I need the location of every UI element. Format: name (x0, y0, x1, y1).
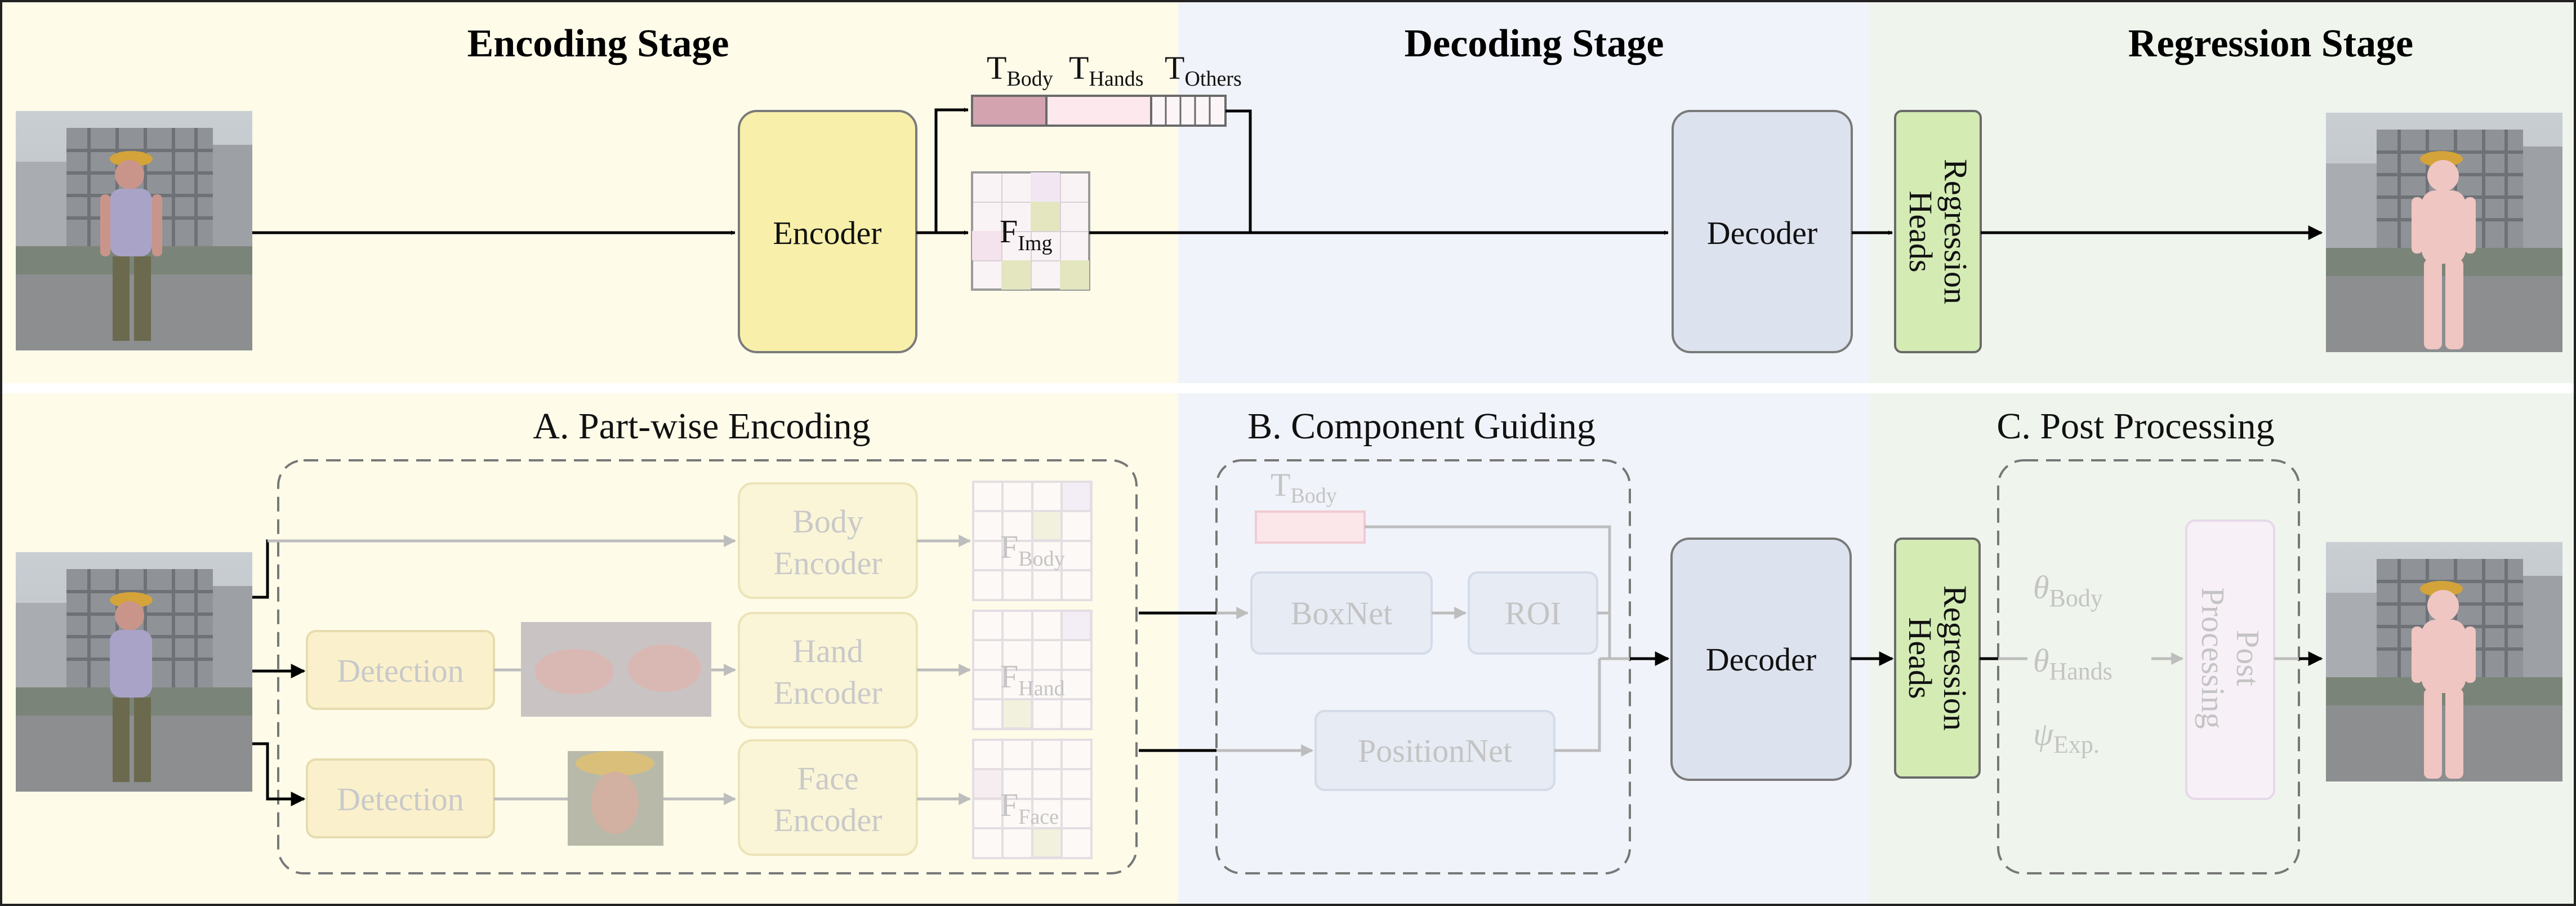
token-body-label: TBody (987, 50, 1053, 91)
section-a-title: A. Part-wise Encoding (533, 406, 870, 447)
encoder-label: Encoder (773, 215, 881, 251)
image-feature-label: FImg (1000, 213, 1052, 255)
param-theta-hands: θHands (2033, 642, 2113, 685)
output-mesh-top (2326, 113, 2562, 352)
image-feature-grid (971, 171, 1090, 291)
t-body-label: TBody (1271, 467, 1337, 508)
positionnet-label: PositionNet (1358, 732, 1512, 769)
hands-crop-icon (521, 622, 711, 717)
regression-stage-title: Regression Stage (2128, 22, 2413, 65)
regression-heads-label-bottom: RegressionHeads (1902, 585, 1973, 731)
regression-heads-label-top: RegressionHeads (1902, 159, 1974, 304)
part-feature-grids (972, 481, 1093, 859)
row-divider (0, 383, 2576, 393)
roi-label: ROI (1505, 595, 1561, 632)
section-a-frame (277, 459, 1138, 874)
token-others-label: TOthers (1165, 50, 1242, 91)
person-photo-icon (100, 151, 162, 341)
input-image-bottom (16, 552, 252, 792)
section-c-frame (1997, 459, 2300, 874)
encoding-stage-title: Encoding Stage (467, 22, 729, 65)
section-b-title: B. Component Guiding (1247, 406, 1595, 447)
section-c-title: C. Post Processing (1996, 406, 2274, 447)
detection-label-face: Detection (337, 781, 463, 818)
param-psi-exp: ψExp. (2033, 716, 2100, 758)
token-sequence (971, 95, 1227, 127)
detection-label-hand: Detection (337, 652, 463, 689)
t-body-token (1255, 510, 1366, 544)
decoder-label-top: Decoder (1707, 215, 1817, 251)
face-crop-icon (568, 751, 663, 846)
person-photo-icon (110, 592, 153, 782)
decoding-stage-title: Decoding Stage (1405, 22, 1664, 65)
hand-feature-label: FHand (1000, 658, 1065, 700)
input-image-top (16, 111, 252, 350)
decoder-label-bottom: Decoder (1706, 641, 1816, 678)
param-theta-body: θBody (2033, 569, 2103, 612)
token-hands-label: THands (1069, 50, 1144, 91)
section-b-frame (1215, 459, 1631, 874)
body-mesh-overlay-icon (2412, 581, 2476, 779)
post-processing-label: PostProcessing (2195, 587, 2266, 729)
boxnet-label: BoxNet (1291, 595, 1392, 632)
output-mesh-bottom (2326, 542, 2562, 781)
body-mesh-overlay-icon (2412, 151, 2476, 349)
face-feature-label: FFace (1000, 787, 1059, 829)
body-feature-label: FBody (1000, 528, 1065, 571)
